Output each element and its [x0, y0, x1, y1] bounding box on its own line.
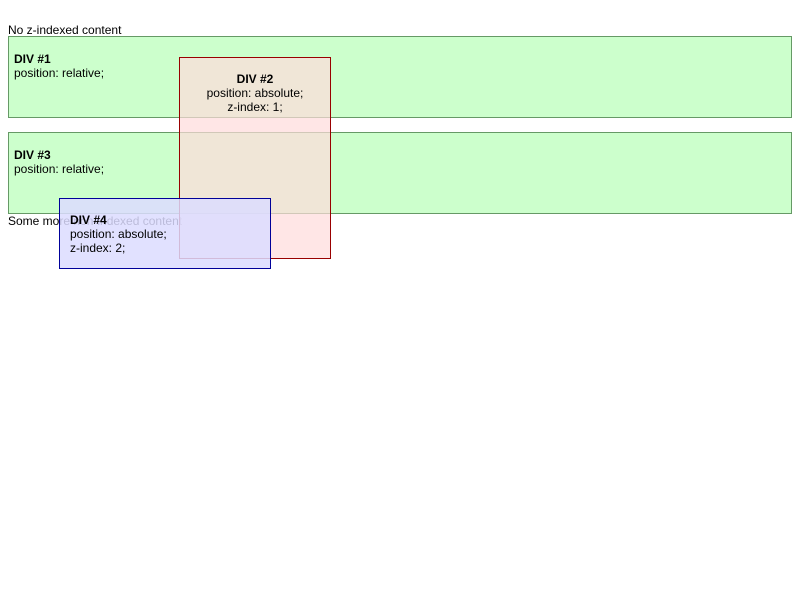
div1-box: DIV #1 position: relative;: [8, 36, 792, 118]
div3-title: DIV #3: [14, 148, 51, 162]
div1-line-1: position: relative;: [14, 66, 105, 80]
div4-line-1: position: absolute;: [70, 227, 167, 241]
no-z-index-text: No z-indexed content: [8, 23, 122, 37]
div2-line-1: position: absolute;: [206, 86, 304, 100]
div2-title: DIV #2: [236, 72, 274, 86]
div4-box: DIV #4 position: absolute; z-index: 2;: [59, 198, 271, 269]
div2-line-2: z-index: 1;: [227, 100, 283, 114]
div4-title: DIV #4: [70, 213, 107, 227]
div3-line-1: position: relative;: [14, 162, 105, 176]
div4-line-2: z-index: 2;: [70, 241, 126, 255]
div1-title: DIV #1: [14, 52, 51, 66]
